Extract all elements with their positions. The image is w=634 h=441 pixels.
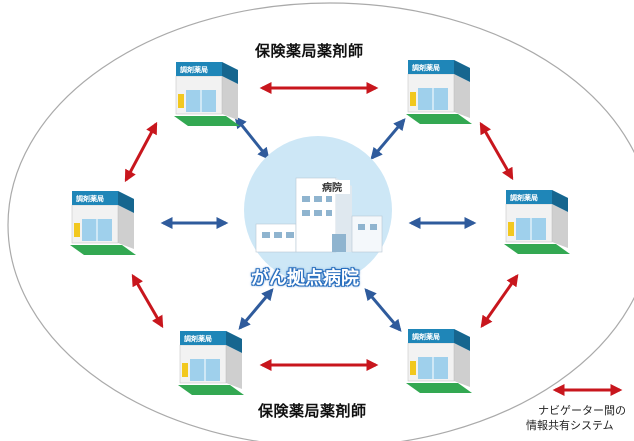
pharmacy-top-right — [405, 59, 473, 125]
link-hospital-bottom-left — [238, 288, 274, 330]
pharmacy-middle-right — [503, 189, 571, 255]
link-hospital-top-left — [234, 116, 270, 160]
link-hospital-top-right — [370, 118, 406, 160]
bottom-pharmacist-label: 保険薬局薬剤師 — [258, 402, 367, 420]
hospital-links — [160, 116, 477, 332]
link-left-lower — [131, 273, 164, 329]
legend-text-line2: 情報共有システム — [526, 419, 614, 432]
pharmacy-middle-left — [69, 190, 137, 256]
pharmacy-bottom-left — [177, 330, 245, 396]
link-hospital-bottom-right — [364, 288, 402, 332]
hospital-name-label: がん拠点病院 — [251, 268, 359, 289]
hospital: 病院 — [244, 136, 392, 284]
link-left-upper — [124, 121, 158, 183]
top-pharmacist-label: 保険薬局薬剤師 — [255, 42, 364, 60]
pharmacy-links — [124, 82, 519, 371]
network-boundary — [7, 2, 634, 441]
pharmacy-bottom-right — [405, 328, 473, 394]
link-right-lower — [480, 274, 519, 328]
legend-text-line1: ナビゲーター間の — [538, 404, 626, 417]
pharmacy-top-left — [173, 61, 241, 127]
hospital-sign-text: 病院 — [322, 181, 342, 194]
link-right-upper — [479, 121, 514, 181]
